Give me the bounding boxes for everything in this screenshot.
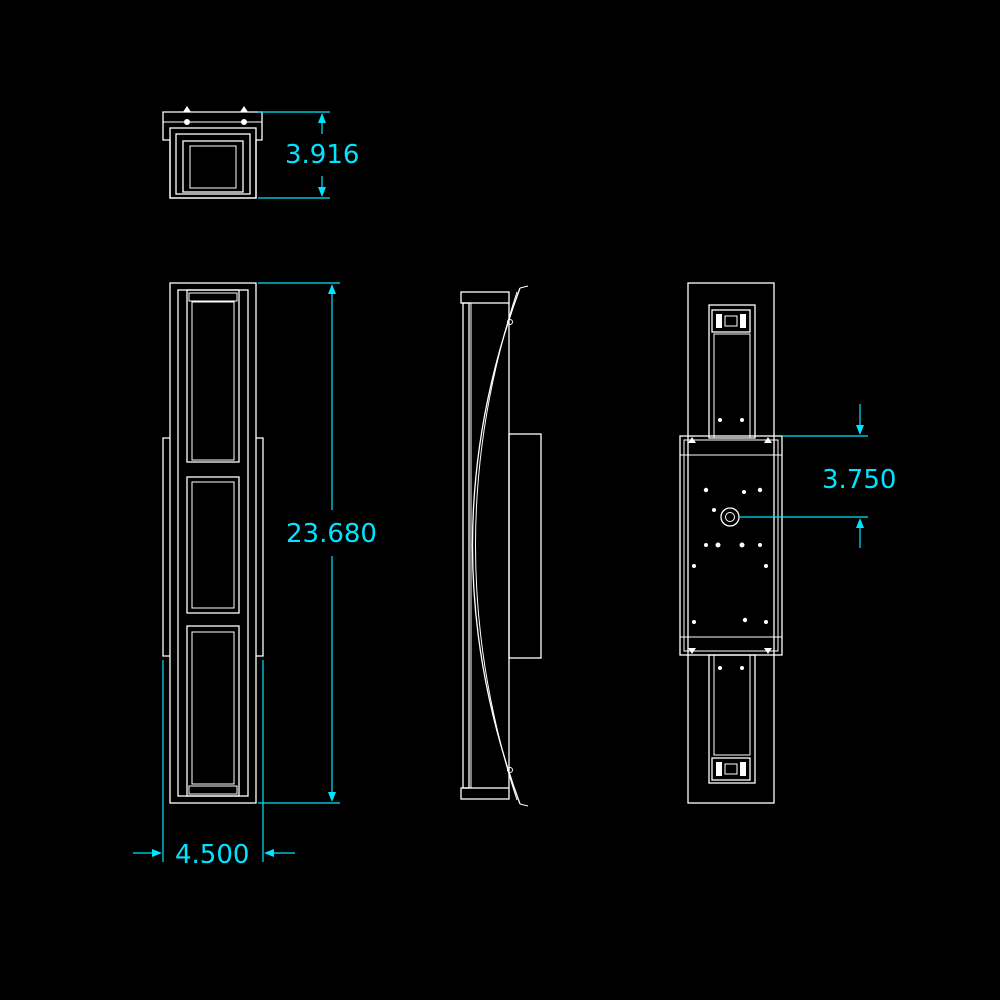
dim-top-depth: 3.916 <box>258 111 359 199</box>
dim-mount-spacing: 3.750 <box>740 404 896 548</box>
dim-label-top-depth: 3.916 <box>285 140 359 170</box>
dim-front-height: 23.680 <box>258 282 377 804</box>
side-view <box>460 285 542 807</box>
back-view <box>679 282 783 804</box>
dim-label-front-width: 4.500 <box>175 840 249 870</box>
dim-front-width: 4.500 <box>133 660 295 870</box>
dim-label-mount-spacing: 3.750 <box>822 465 896 495</box>
top-view <box>162 106 263 199</box>
front-view <box>162 282 264 804</box>
dim-label-front-height: 23.680 <box>286 519 377 549</box>
